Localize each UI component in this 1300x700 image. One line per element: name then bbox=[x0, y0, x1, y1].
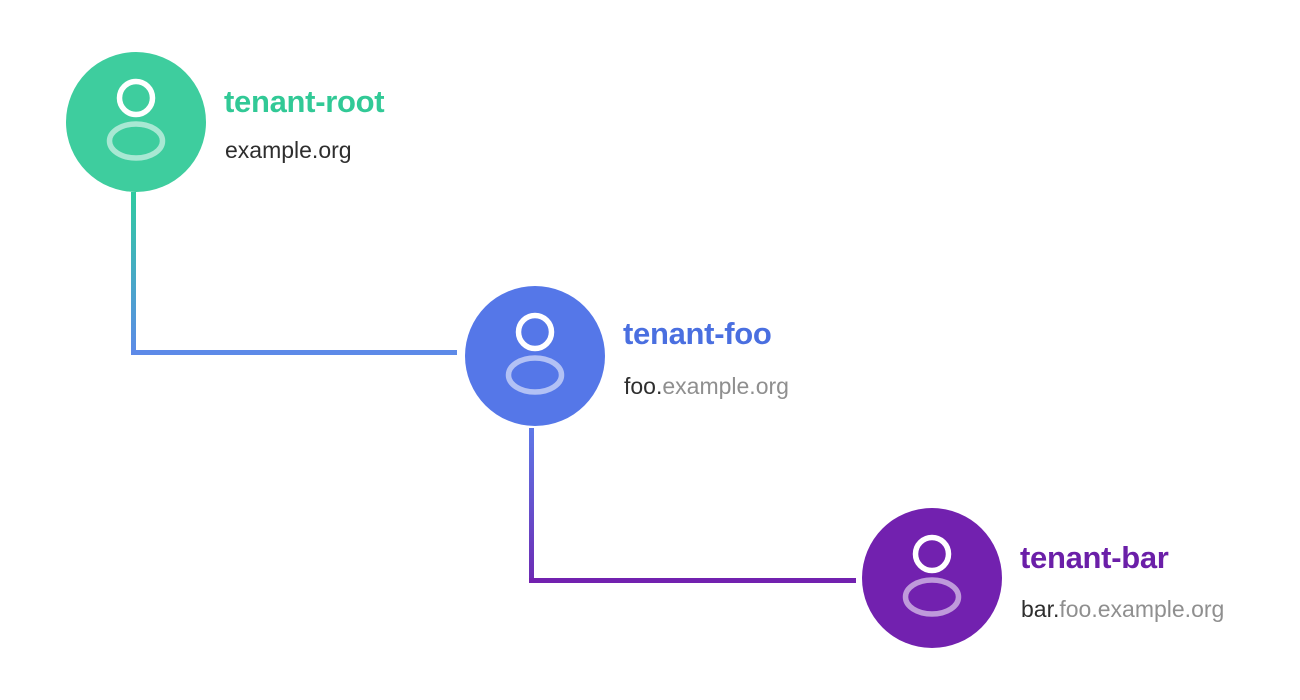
domain-secondary: example.org bbox=[662, 373, 789, 399]
domain-primary: example.org bbox=[225, 137, 352, 163]
tenant-bar-label: tenant-bar bbox=[1020, 540, 1169, 575]
user-icon bbox=[106, 78, 166, 161]
connector-root-foo-horizontal bbox=[131, 350, 457, 355]
connector-root-foo-vertical bbox=[131, 192, 136, 355]
tenant-root-domain: example.org bbox=[225, 139, 352, 162]
connector-foo-bar-horizontal bbox=[529, 578, 856, 583]
tenant-root-avatar bbox=[66, 52, 206, 192]
user-icon bbox=[902, 534, 962, 617]
tenant-foo-avatar bbox=[465, 286, 605, 426]
domain-primary: bar. bbox=[1021, 596, 1060, 622]
user-icon bbox=[505, 312, 565, 395]
tenant-root-label: tenant-root bbox=[224, 84, 385, 119]
tenant-foo-label: tenant-foo bbox=[623, 316, 772, 351]
connector-foo-bar-vertical bbox=[529, 428, 534, 583]
tenant-foo-domain: foo.example.org bbox=[624, 375, 789, 398]
domain-secondary: foo.example.org bbox=[1059, 596, 1225, 622]
domain-primary: foo. bbox=[624, 373, 663, 399]
tenant-bar-domain: bar.foo.example.org bbox=[1021, 598, 1224, 621]
tenant-bar-avatar bbox=[862, 508, 1002, 648]
